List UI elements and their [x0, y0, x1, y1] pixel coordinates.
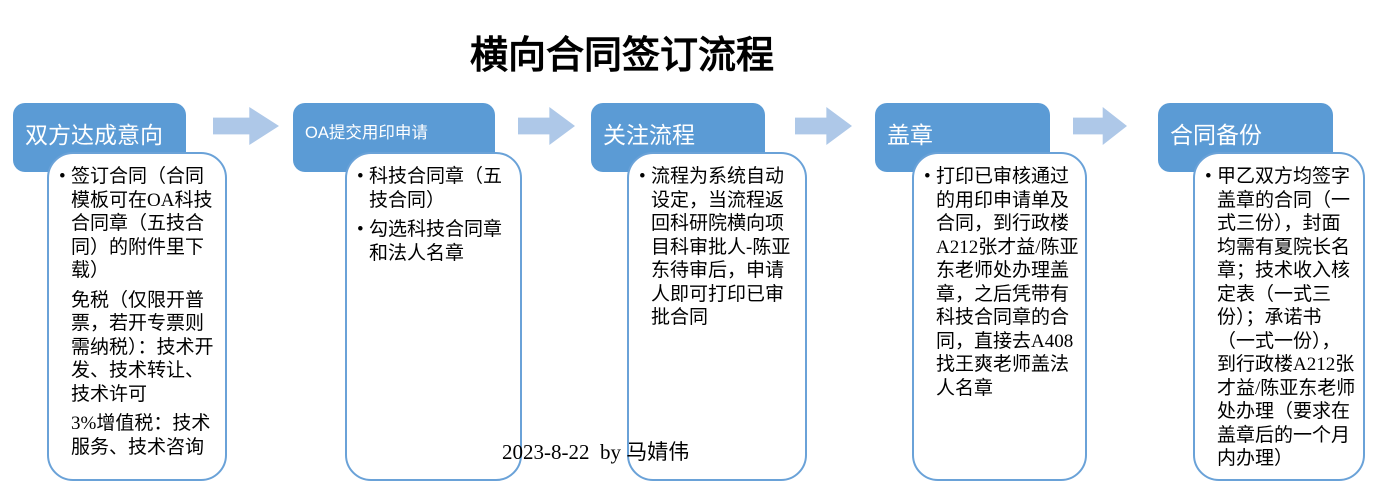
bullet-dot: • — [1205, 166, 1212, 187]
arrow-right-icon — [213, 107, 279, 145]
step-header-label: 双方达成意向 — [25, 122, 163, 148]
arrow-right-icon — [1073, 107, 1127, 145]
paragraph-text: 科技合同章（五技合同） — [369, 166, 503, 211]
step-header-label: 合同备份 — [1170, 122, 1262, 148]
step-body: •流程为系统自动设定，当流程返回科研院横向项目科审批人-陈亚东待审后，申请人即可… — [627, 152, 807, 481]
arrow-right-icon — [795, 107, 852, 145]
paragraph-text: 甲乙双方均签字盖章的合同（一式三份），封面均需有夏院长名章；技术收入核定表（一式… — [1217, 166, 1356, 469]
paragraph-text: 3%增值税：技术服务、技术咨询 — [71, 413, 211, 458]
step-paragraph: •科技合同章（五技合同） — [357, 165, 516, 212]
step-body: •签订合同（合同模板可在OA科技合同章（五技合同）的附件里下载）免税（仅限开普票… — [47, 152, 227, 481]
step-paragraph: 免税（仅限开普票，若开专票则需纳税）：技术开发、技术转让、技术许可 — [71, 289, 221, 407]
bullet-dot: • — [924, 166, 931, 187]
paragraph-text: 流程为系统自动设定，当流程返回科研院横向项目科审批人-陈亚东待审后，申请人即可打… — [651, 166, 791, 328]
step-body: •打印已审核通过的用印申请单及合同，到行政楼A212张才益/陈亚东老师处办理盖章… — [912, 152, 1087, 481]
bullet-dot: • — [59, 166, 66, 187]
arrow-right-icon — [518, 107, 575, 145]
paragraph-text: 打印已审核通过的用印申请单及合同，到行政楼A212张才益/陈亚东老师处办理盖章，… — [936, 166, 1079, 399]
step-header-label: 盖章 — [887, 122, 933, 148]
step-header-label: OA提交用印申请 — [305, 124, 428, 142]
step-paragraph: 3%增值税：技术服务、技术咨询 — [71, 412, 221, 459]
step-paragraph: •打印已审核通过的用印申请单及合同，到行政楼A212张才益/陈亚东老师处办理盖章… — [924, 165, 1081, 400]
step-paragraph: •流程为系统自动设定，当流程返回科研院横向项目科审批人-陈亚东待审后，申请人即可… — [639, 165, 801, 330]
step-body: •科技合同章（五技合同）•勾选科技合同章和法人名章 — [345, 152, 522, 481]
step-paragraph: •签订合同（合同模板可在OA科技合同章（五技合同）的附件里下载） — [59, 165, 221, 283]
bullet-dot: • — [357, 219, 364, 240]
page-title: 横向合同签订流程 — [470, 35, 775, 77]
paragraph-text: 签订合同（合同模板可在OA科技合同章（五技合同）的附件里下载） — [71, 166, 213, 281]
step-body: •甲乙双方均签字盖章的合同（一式三份），封面均需有夏院长名章；技术收入核定表（一… — [1193, 152, 1365, 481]
step-paragraph: •勾选科技合同章和法人名章 — [357, 218, 516, 265]
bullet-dot: • — [357, 166, 364, 187]
step-paragraph: •甲乙双方均签字盖章的合同（一式三份），封面均需有夏院长名章；技术收入核定表（一… — [1205, 165, 1359, 471]
paragraph-text: 勾选科技合同章和法人名章 — [369, 219, 503, 264]
bullet-dot: • — [639, 166, 646, 187]
step-header-label: 关注流程 — [603, 122, 695, 148]
footer-credit: 2023-8-22 by 马婧伟 — [502, 440, 690, 464]
paragraph-text: 免税（仅限开普票，若开专票则需纳税）：技术开发、技术转让、技术许可 — [71, 289, 214, 405]
